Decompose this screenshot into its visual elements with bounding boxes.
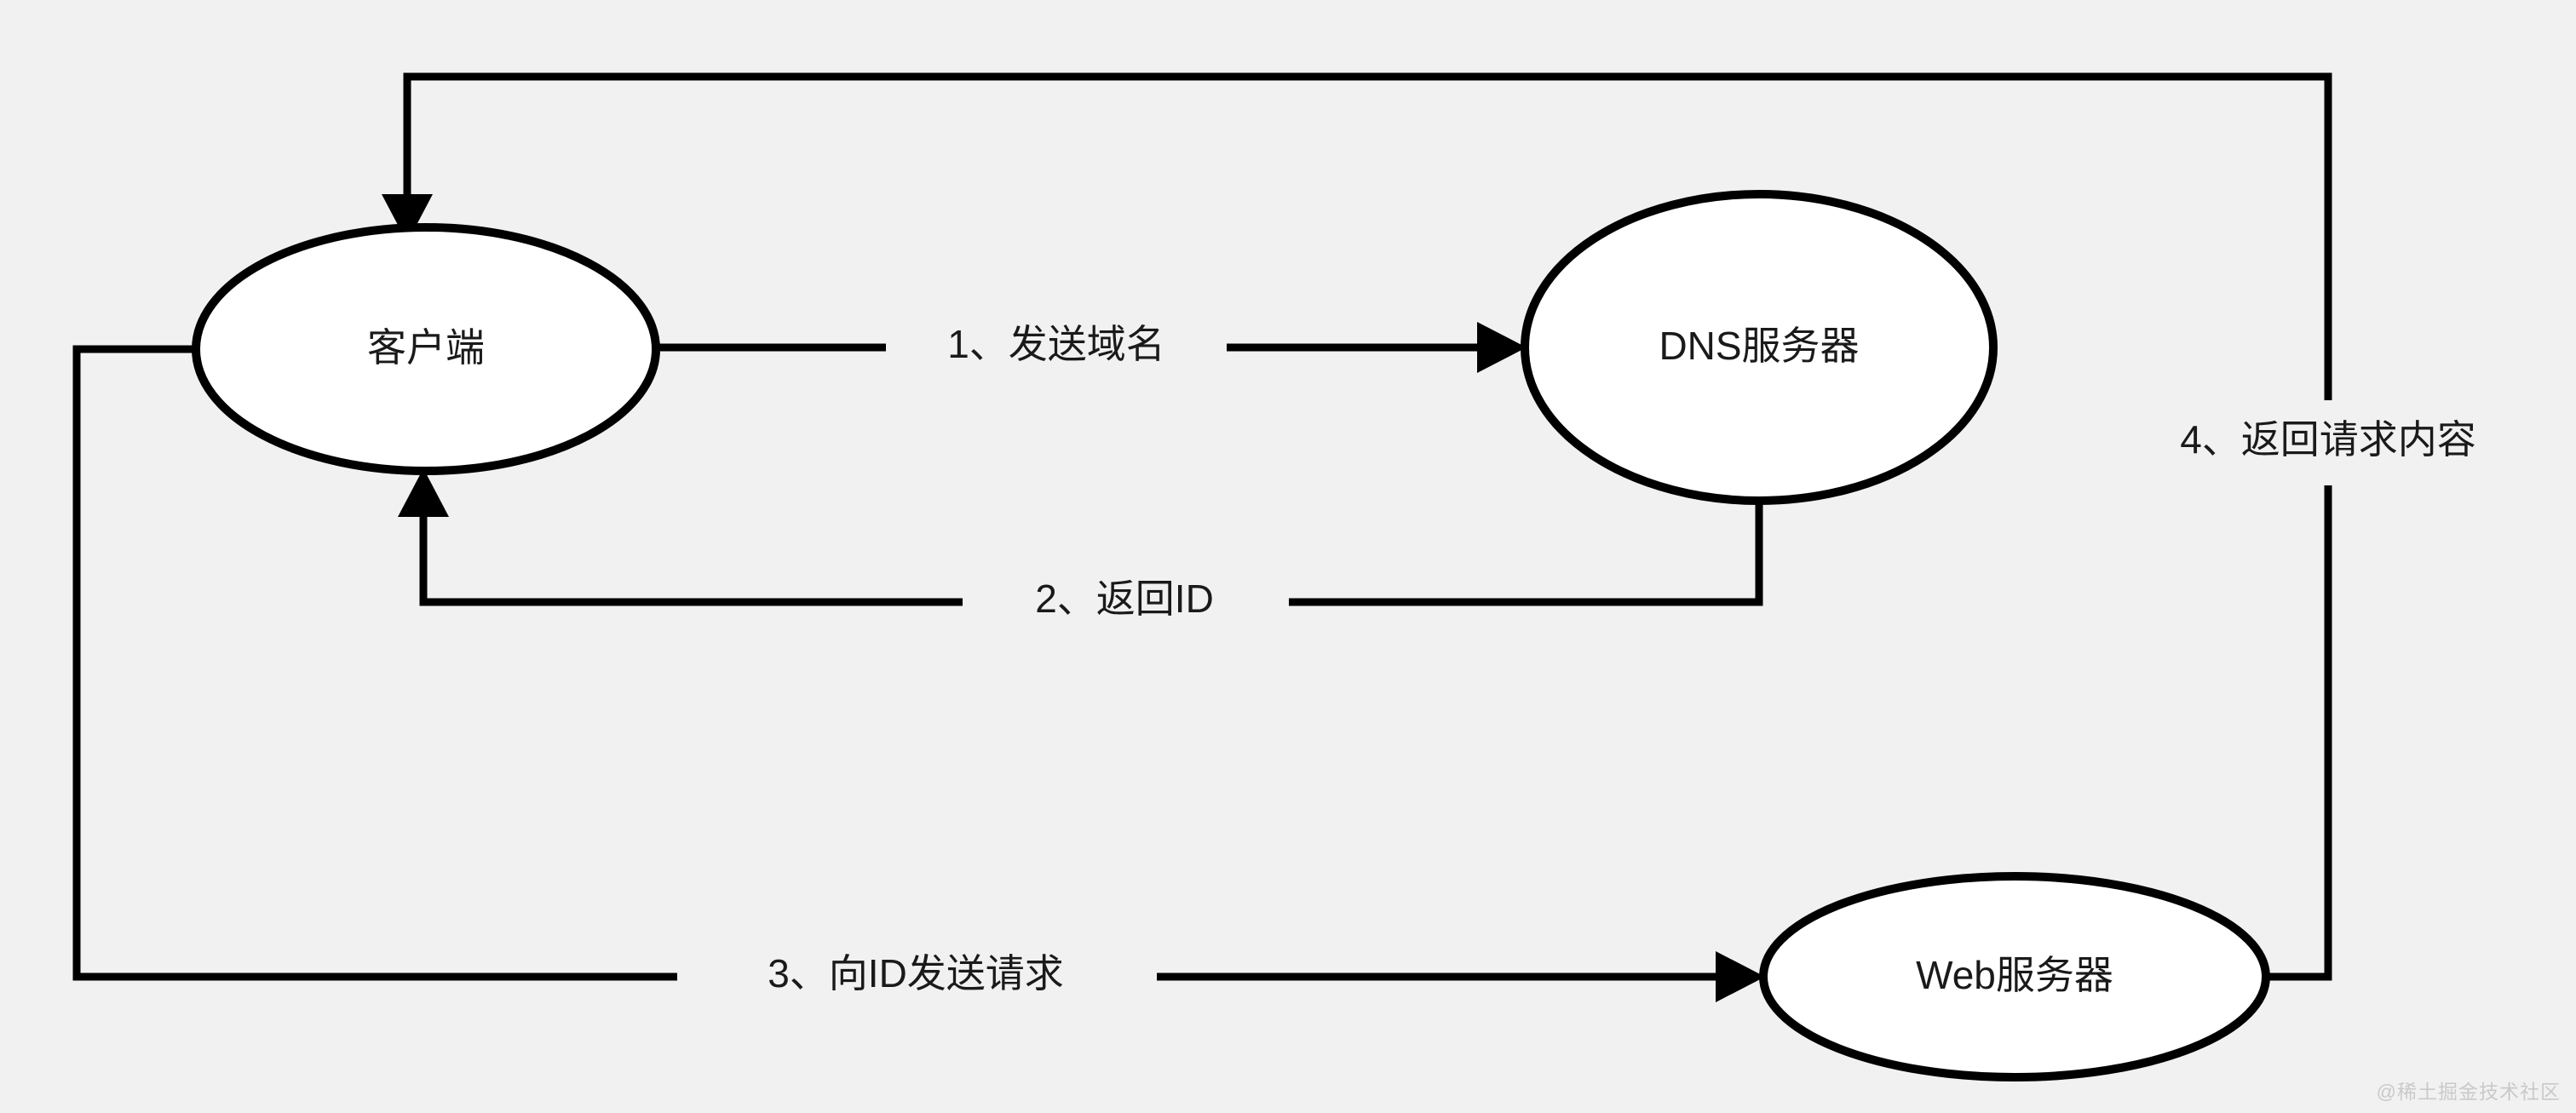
- edge-2-return-ip[interactable]: 2、返回ID: [398, 468, 1763, 621]
- edge-2-segment-from-dns: [1289, 498, 1763, 606]
- web-server-ellipse: [1759, 872, 2270, 1081]
- edge-4-label: 4、返回请求内容: [2180, 417, 2476, 462]
- node-client[interactable]: 客户端: [192, 223, 660, 475]
- edge-4-return-content[interactable]: 4、返回请求内容: [382, 72, 2476, 981]
- dns-server-ellipse: [1521, 190, 1998, 505]
- dns-server-label: DNS服务器: [1659, 324, 1859, 368]
- edge-2-label: 2、返回ID: [1035, 577, 1214, 621]
- edge-1-arrowhead: [1477, 322, 1527, 373]
- watermark: @稀土掘金技术社区: [2376, 1081, 2561, 1103]
- edge-3-label: 3、向ID发送请求: [768, 951, 1064, 995]
- client-label: 客户端: [367, 325, 485, 370]
- edge-3-segment-from-client: [72, 345, 677, 981]
- edge-2-segment-to-client: [419, 498, 963, 606]
- web-server-label: Web服务器: [1916, 953, 2113, 997]
- node-dns-server[interactable]: DNS服务器: [1521, 190, 1998, 505]
- edge-2-arrowhead: [398, 468, 449, 517]
- edge-3-arrowhead: [1716, 951, 1765, 1002]
- edge-3-send-request-to-ip[interactable]: 3、向ID发送请求: [72, 345, 1765, 1002]
- edge-1-label: 1、发送域名: [947, 322, 1165, 366]
- edge-4-arrowhead: [382, 194, 433, 243]
- node-web-server[interactable]: Web服务器: [1759, 872, 2270, 1081]
- edge-1-send-domain[interactable]: 1、发送域名: [654, 322, 1527, 373]
- client-ellipse: [192, 223, 660, 475]
- edge-4-segment-from-web-server: [2266, 485, 2332, 981]
- edge-4-segment-to-top: [403, 72, 2332, 400]
